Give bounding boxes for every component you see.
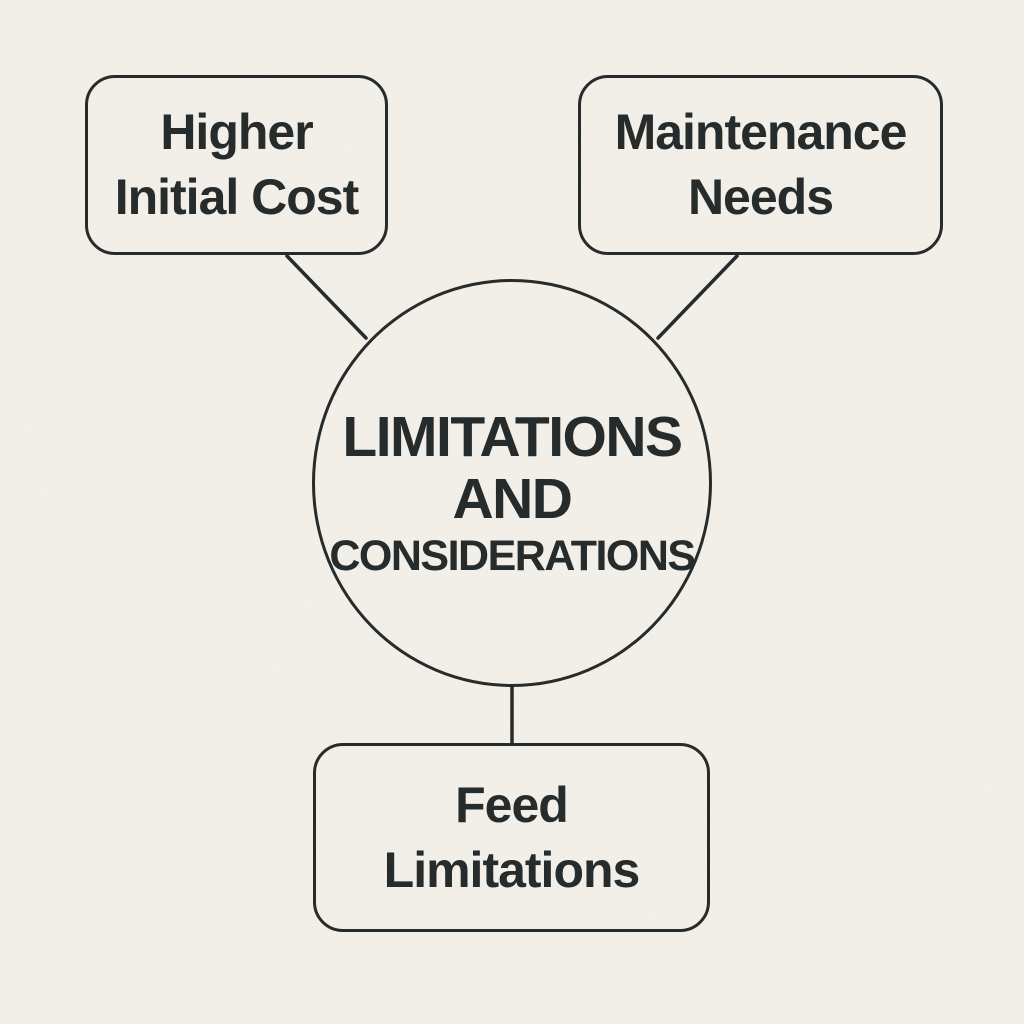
node-higher-initial-cost: Higher Initial Cost — [85, 75, 388, 255]
node-label-line: Feed — [455, 776, 569, 833]
hub-title-line: LIMITATIONS — [342, 404, 683, 469]
connector-top-left — [285, 254, 368, 340]
hub-title: LIMITATIONS AND CONSIDERATIONS — [329, 404, 696, 583]
node-feed-limitations: Feed Limitations — [313, 743, 710, 932]
node-label-line: Higher — [160, 104, 313, 160]
hub-title-line: AND — [452, 466, 573, 531]
node-label-line: Initial Cost — [114, 169, 360, 225]
node-limitations-and-considerations: LIMITATIONS AND CONSIDERATIONS — [312, 279, 712, 687]
node-label-line: Maintenance — [614, 104, 908, 160]
hub-title-line: CONSIDERATIONS — [329, 531, 696, 580]
connector-top-right — [656, 254, 739, 340]
node-maintenance-needs: Maintenance Needs — [578, 75, 943, 255]
node-label-line: Limitations — [383, 841, 641, 898]
node-label-line: Needs — [687, 169, 834, 225]
